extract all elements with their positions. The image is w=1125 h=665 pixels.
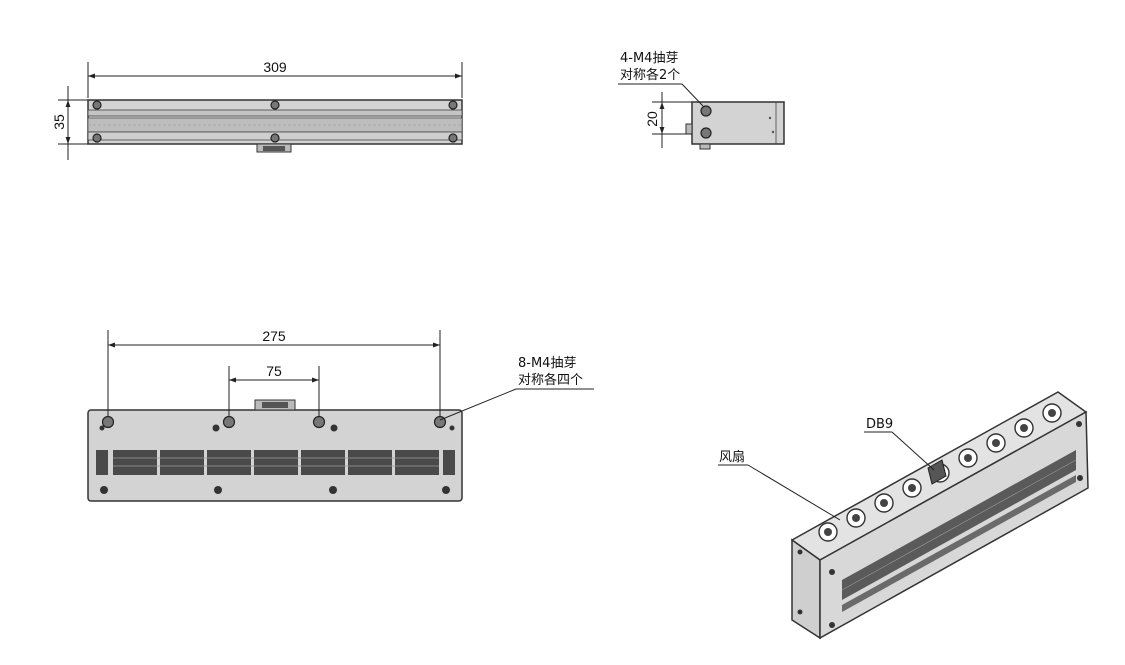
note-front-holes-2: 对称各四个 (518, 372, 583, 388)
front-view: 275 75 8-M4抽芽 对称各四个 (87, 328, 594, 502)
dim-side-height: 20 (644, 111, 660, 127)
dim-front-span: 275 (262, 328, 286, 344)
note-side-holes-1: 4-M4抽芽 (620, 51, 678, 66)
dim-front-inner: 75 (266, 363, 282, 379)
note-front-holes-1: 8-M4抽芽 (518, 356, 576, 371)
dim-top-height: 35 (51, 114, 67, 130)
label-db9: DB9 (866, 417, 893, 432)
label-fan: 风扇 (719, 449, 745, 465)
note-side-holes-2: 对称各2个 (620, 67, 680, 83)
top-view: 309 35 (51, 59, 463, 160)
dim-top-length: 309 (263, 59, 287, 75)
isometric-view: DB9 风扇 (718, 391, 1089, 640)
side-view: 20 4-M4抽芽 对称各2个 (618, 51, 785, 150)
fan-row (818, 403, 1062, 542)
